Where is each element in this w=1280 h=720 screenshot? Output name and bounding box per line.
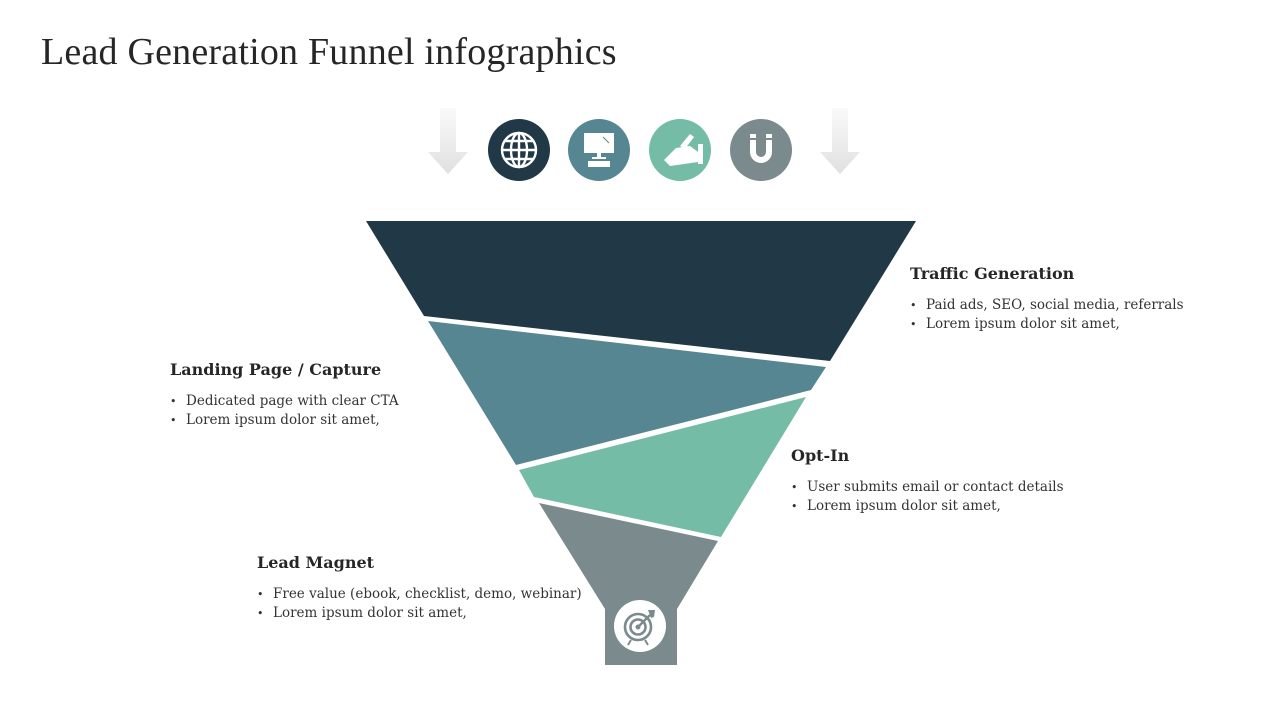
target-icon [614,600,666,652]
stage-title: Landing Page / Capture [170,360,382,379]
stage-bullet: Lorem ipsum dolor sit amet, [170,411,399,430]
stage-title: Lead Magnet [257,553,375,572]
globe-icon [488,119,550,181]
stage-text-lead-magnet: Lead Magnet Free value (ebook, checklist… [257,553,582,623]
funnel-stage-traffic-generation [366,221,916,361]
funnel-stage-lead-magnet [539,503,718,665]
magnet-icon [730,119,792,181]
stage-title: Opt-In [791,446,850,465]
stage-text-opt-in: Opt-In User submits email or contact det… [791,446,1064,516]
stage-text-landing-page: Landing Page / Capture Dedicated page wi… [170,360,399,430]
stage-text-traffic-generation: Traffic Generation Paid ads, SEO, social… [910,264,1184,334]
stage-bullet: Paid ads, SEO, social media, referrals [910,296,1184,315]
stage-bullet: Lorem ipsum dolor sit amet, [257,604,582,623]
down-arrow-icon-right [820,108,860,174]
stage-bullet: Free value (ebook, checklist, demo, webi… [257,585,582,604]
funnel-stage-landing-page [428,321,826,465]
stage-bullet: User submits email or contact details [791,478,1064,497]
down-arrow-icon-left [428,108,468,174]
computer-icon [568,119,630,181]
stage-bullet: Dedicated page with clear CTA [170,392,399,411]
handshake-icon [649,119,711,181]
funnel-stage-opt-in [519,397,806,537]
stage-title: Traffic Generation [910,264,1075,283]
stage-bullet: Lorem ipsum dolor sit amet, [910,315,1184,334]
stage-bullet: Lorem ipsum dolor sit amet, [791,497,1064,516]
page-title: Lead Generation Funnel infographics [41,31,617,73]
